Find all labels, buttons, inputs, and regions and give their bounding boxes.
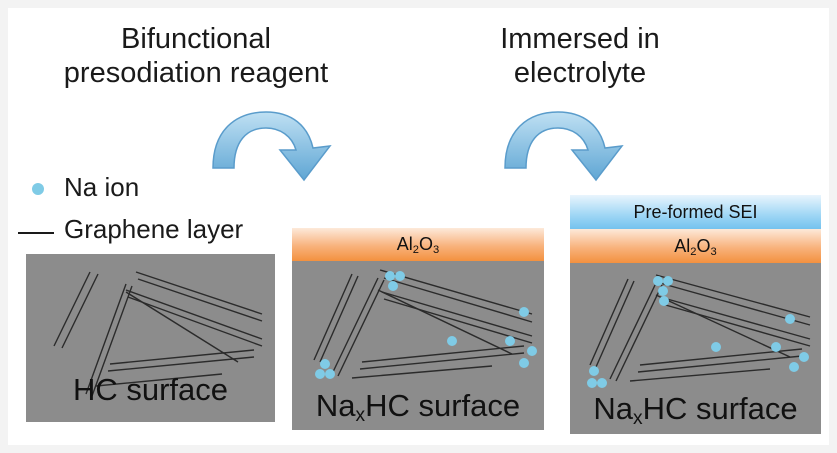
naxhc-surface-label-2: NaxHC surface [570, 391, 821, 429]
sei-layer: Pre-formed SEI [570, 195, 821, 229]
al2o3-2-label-o: O [696, 236, 711, 256]
label-na-2: Na [593, 391, 633, 426]
legend-markers [18, 183, 54, 234]
al2o3-2-label-sub-2: 2 [690, 245, 697, 258]
na-ions-2 [315, 271, 537, 379]
label-sub-x-2: x [632, 407, 643, 429]
label-na: Na [315, 388, 356, 423]
hc-surface-panel: HC surface [26, 254, 275, 422]
step-1-line-1: Bifunctional [121, 23, 271, 55]
al2o3-label-sub-3: 3 [433, 243, 440, 256]
al2o3-label-al: Al [396, 234, 413, 254]
label-hc-surface: HC surface [365, 388, 521, 423]
al2o3-2-label-sub-3: 3 [710, 245, 717, 258]
legend-na-ion: Na ion [64, 172, 140, 202]
al2o3-layer: Al2O3 [292, 228, 544, 261]
hc-surface-label: HC surface [72, 372, 229, 407]
legend-graphene-layer: Graphene layer [64, 214, 244, 244]
graphene-layers-1 [53, 271, 263, 397]
step-1-line-2: presodiation reagent [63, 57, 329, 89]
graphene-layers-3 [587, 274, 811, 388]
naxhc-al2o3-panel: Al2O3 [292, 228, 544, 430]
naxhc-sei-panel: Pre-formed SEI Al2O3 [570, 195, 821, 434]
label-sub-x: x [355, 404, 366, 426]
step-2-line-2: electrolyte [513, 57, 647, 89]
label-hc-surface-2: HC surface [642, 391, 798, 426]
al2o3-label-sub-2: 2 [412, 243, 419, 256]
al2o3-label-o: O [419, 234, 434, 254]
step-2-line-1: Immersed in [500, 23, 660, 55]
al2o3-2-label-al: Al [674, 236, 691, 256]
curved-arrow-icon-2 [504, 111, 624, 182]
al2o3-layer-2: Al2O3 [570, 229, 821, 263]
arrows-layer [212, 111, 624, 182]
figure-card: Bifunctional presodiation reagent Immers… [8, 8, 829, 445]
graphene-layers-2 [313, 269, 537, 379]
naxhc-surface-label-1: NaxHC surface [292, 388, 544, 426]
na-ion-legend-icon [32, 183, 44, 195]
curved-arrow-icon-1 [212, 111, 332, 182]
na-ions-3 [587, 276, 809, 388]
